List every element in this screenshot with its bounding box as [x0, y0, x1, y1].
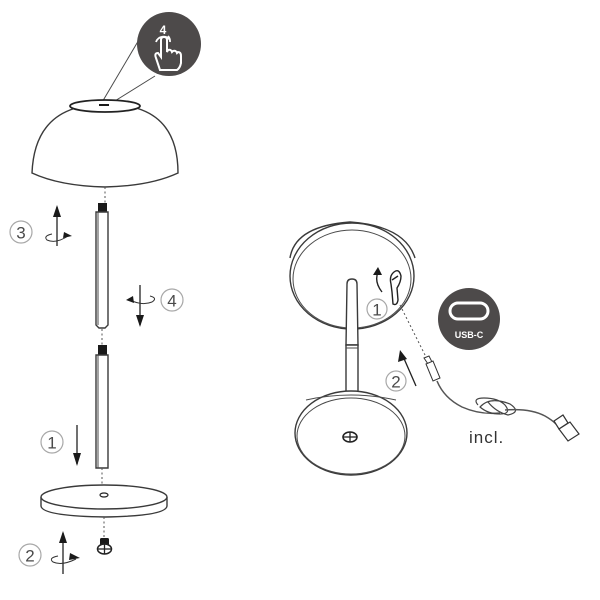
lower-rod — [95, 345, 109, 488]
touch-count-label: 4 — [160, 23, 167, 37]
rotate-up-arrow-icon — [50, 531, 80, 574]
charging-port-cover — [389, 269, 402, 306]
touch-hand-icon — [154, 35, 182, 71]
step-2-indicator-left: 2 — [18, 531, 80, 574]
touch-control-badge: 4 — [137, 12, 201, 76]
down-arrow-icon — [73, 425, 81, 466]
lamp-stem — [345, 278, 359, 394]
base-screw — [96, 538, 113, 555]
rotate-up-arrow-icon — [45, 205, 72, 246]
step-2-number-right: 2 — [391, 373, 400, 392]
step-4-number: 4 — [167, 292, 176, 311]
touch-callout-lines — [100, 37, 156, 105]
open-cover-arrow-icon — [373, 267, 383, 293]
step-2-number-left: 2 — [25, 547, 34, 566]
step-1-number-right: 1 — [372, 301, 381, 320]
usb-c-port-icon — [448, 301, 490, 321]
usb-c-label: USB-C — [455, 330, 484, 340]
base-underside — [294, 390, 408, 476]
step-2-indicator-right: 2 — [385, 350, 417, 392]
upper-rod — [95, 203, 109, 345]
usb-c-badge: USB-C — [438, 288, 500, 350]
step-4-indicator: 4 — [126, 285, 184, 327]
step-1-number-left: 1 — [47, 434, 56, 453]
base-plate — [40, 484, 168, 538]
lampshade — [31, 99, 179, 203]
rotate-down-arrow-icon — [126, 285, 156, 327]
step-3-indicator: 3 — [9, 205, 72, 246]
usb-c-cable — [423, 355, 580, 442]
lampshade-underside — [289, 221, 416, 330]
step-1-indicator-right: 1 — [366, 298, 388, 320]
step-3-number: 3 — [16, 224, 25, 243]
cable-included-note: incl. — [469, 428, 504, 447]
insert-arrow-icon — [398, 350, 417, 387]
plug-guide-line — [399, 304, 427, 358]
step-1-indicator-left: 1 — [40, 425, 81, 466]
